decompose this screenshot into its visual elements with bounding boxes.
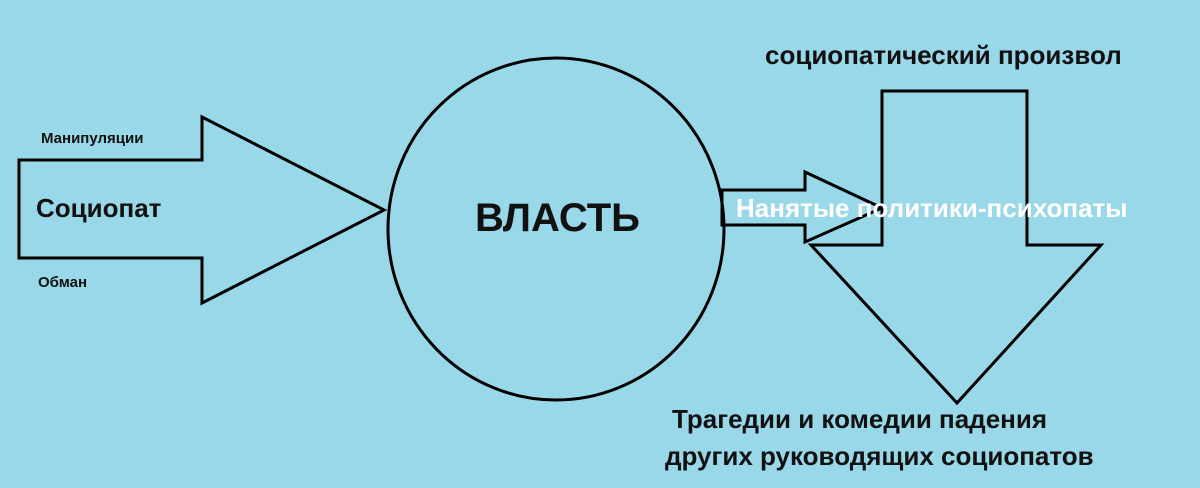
sociopath-label: Социопат — [36, 193, 162, 223]
power-label: ВЛАСТЬ — [475, 196, 640, 240]
hired-politicians-arrow — [720, 169, 886, 245]
deception-label: Обман — [38, 274, 88, 291]
power-circle — [386, 56, 726, 402]
hired-politicians-label: Нанятые политики-психопаты — [736, 193, 1128, 223]
sociopath-arrow — [17, 114, 388, 306]
tragedies-label-line1: Трагедии и комедии падения — [672, 404, 1048, 434]
arbitrariness-down-arrow — [807, 89, 1105, 406]
arbitrariness-label: социопатический произвол — [765, 40, 1122, 70]
manipulation-label: Манипуляции — [41, 130, 144, 147]
tragedies-label-line2: других руководящих социопатов — [665, 441, 1094, 471]
